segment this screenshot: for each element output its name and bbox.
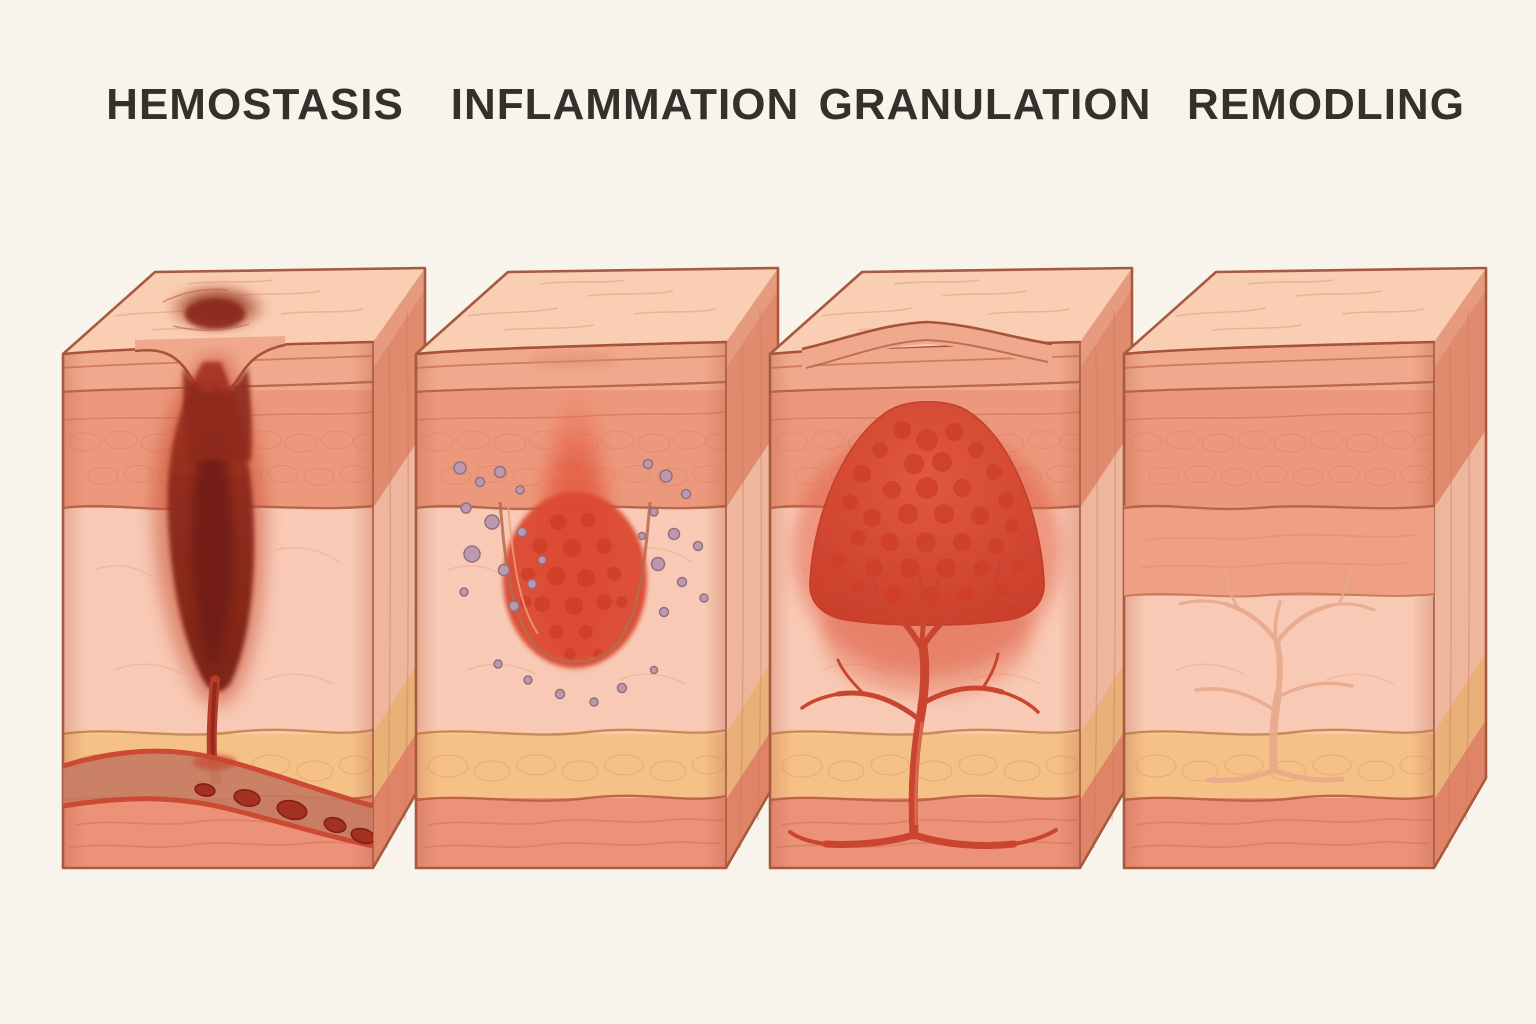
inflamed-wound-bed xyxy=(453,351,709,707)
granular-clot-bumps xyxy=(520,513,628,660)
remodeled-tissue xyxy=(1124,504,1434,783)
red-blood-cells xyxy=(194,783,373,845)
bulging-epidermis xyxy=(801,320,1053,369)
granulation-bumps xyxy=(831,421,1024,606)
panel-inflammation xyxy=(416,268,778,870)
granulation-dome xyxy=(788,401,1062,850)
panel-granulation xyxy=(770,268,1132,870)
stage-label-inflammation: INFLAMMATION xyxy=(450,80,800,129)
panel-remodling xyxy=(1124,268,1486,870)
immune-cells xyxy=(453,458,709,707)
stage-label-hemostasis: HEMOSTASIS xyxy=(106,80,404,129)
new-vessel-tree xyxy=(788,556,1058,850)
wound-clot xyxy=(134,282,286,785)
stage-label-granulation: GRANULATION xyxy=(818,80,1152,129)
stage-label-remodling: REMODLING xyxy=(1187,80,1465,129)
blood-vessel-with-cells xyxy=(63,748,373,849)
panel-hemostasis xyxy=(63,268,425,870)
maturing-vessel-tree xyxy=(1178,564,1376,783)
